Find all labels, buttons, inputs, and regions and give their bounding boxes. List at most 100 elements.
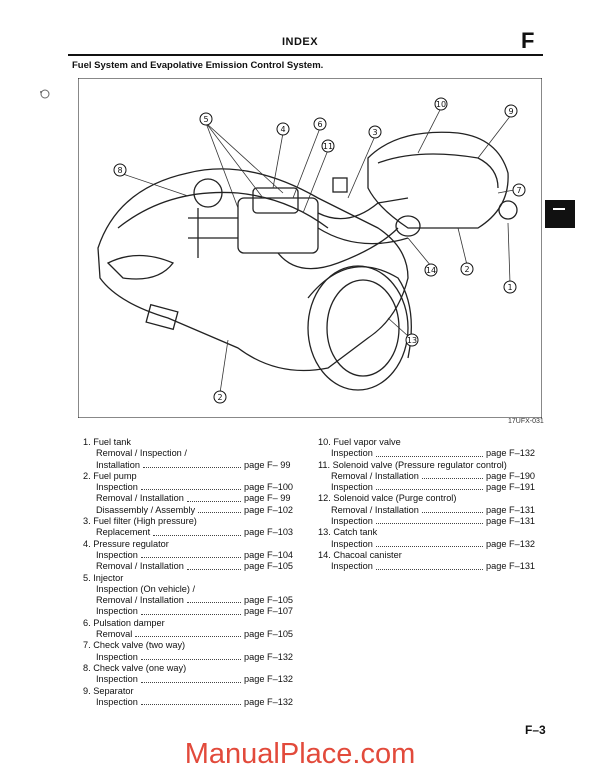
header-rule bbox=[68, 54, 543, 56]
index-entry: 13. Catch tank bbox=[318, 527, 540, 538]
index-entry-text: 14. Chacoal canister bbox=[318, 549, 402, 560]
index-entry-text: 4. Pressure regulator bbox=[83, 538, 169, 549]
dot-leader bbox=[375, 539, 483, 547]
index-entry: 10. Fuel vapor valve bbox=[318, 437, 540, 448]
car-hood-line bbox=[117, 191, 329, 229]
callout-6: 6 bbox=[313, 117, 327, 131]
index-entry-text: Inspection bbox=[96, 549, 138, 560]
index-entry-page: page F–132 bbox=[244, 651, 294, 662]
svg-text:2: 2 bbox=[464, 265, 469, 274]
index-entry: 3. Fuel filter (High pressure) bbox=[83, 516, 298, 527]
svg-text:5: 5 bbox=[203, 115, 208, 124]
index-entry-page: page F–102 bbox=[244, 504, 294, 515]
section-tab bbox=[545, 200, 575, 228]
index-entry: 14. Chacoal canister bbox=[318, 550, 540, 561]
callout-1: 1 bbox=[503, 280, 517, 294]
air-cleaner bbox=[193, 178, 223, 208]
svg-text:2: 2 bbox=[217, 393, 222, 402]
front-wheel-inner bbox=[326, 279, 400, 377]
callout-3: 3 bbox=[368, 125, 382, 139]
index-entry-page: page F–104 bbox=[244, 549, 294, 560]
index-entry-page: page F–132 bbox=[486, 448, 536, 459]
intake-manifold bbox=[252, 187, 299, 214]
index-entry-text: 3. Fuel filter (High pressure) bbox=[83, 516, 197, 527]
index-entry-text: 5. Injector bbox=[83, 572, 124, 583]
dot-leader bbox=[421, 471, 483, 480]
index-entry-text: 12. Solenoid valce (Purge control) bbox=[318, 493, 457, 504]
index-entry-page: page F–103 bbox=[244, 527, 294, 538]
index-entry-text: Inspection bbox=[331, 538, 373, 549]
figure-code: 17UFX-031 bbox=[508, 418, 544, 425]
index-entry-page: page F–105 bbox=[244, 629, 294, 640]
index-entry-text: 10. Fuel vapor valve bbox=[318, 437, 401, 447]
index-entry-text: 8. Check valve (one way) bbox=[83, 662, 187, 673]
callout-8: 8 bbox=[113, 163, 127, 177]
index-entry-text: 1. Fuel tank bbox=[83, 437, 132, 447]
index-entry: 11. Solenoid valve (Pressure regulator c… bbox=[318, 460, 540, 471]
watermark: ManualPlace.com bbox=[184, 738, 416, 770]
index-entry-page: page F–107 bbox=[244, 606, 294, 617]
index-entry: 9. Separator bbox=[83, 686, 298, 697]
fuel-tank-top bbox=[377, 153, 499, 189]
index-entry: Removal / Inspection / bbox=[83, 448, 298, 459]
index-entry-page: page F–132 bbox=[244, 696, 294, 707]
index-entry: Inspection page F–132 bbox=[83, 674, 298, 685]
index-entry-text: Removal bbox=[96, 629, 133, 640]
svg-text:7: 7 bbox=[516, 186, 521, 195]
index-entry: Removal page F–105 bbox=[83, 629, 298, 640]
index-entry: 1. Fuel tank bbox=[83, 437, 298, 448]
index-entry-text: 11. Solenoid valve (Pressure regulator c… bbox=[318, 459, 507, 470]
index-entry: 7. Check valve (two way) bbox=[83, 640, 298, 651]
section-title: Fuel System and Evapolative Emission Con… bbox=[72, 60, 324, 71]
callout-2: 2 bbox=[460, 262, 474, 276]
callout-14: 14 bbox=[424, 263, 438, 277]
index-entry-text: Inspection (On vehicle) / bbox=[96, 583, 196, 594]
fuel-pump bbox=[498, 200, 518, 220]
index-entry-text: Removal / Installation bbox=[331, 470, 419, 481]
section-letter: F bbox=[521, 28, 535, 53]
index-entry-text: Inspection bbox=[331, 448, 373, 459]
fuel-line-vapor bbox=[277, 227, 399, 270]
fuel-tank bbox=[367, 131, 509, 229]
index-entry-text: Inspection bbox=[96, 606, 138, 617]
index-entry-page: page F–131 bbox=[486, 516, 536, 527]
callout-10: 10 bbox=[434, 97, 448, 111]
svg-text:11: 11 bbox=[323, 142, 333, 151]
fuel-system-diagram: 5 4 6 11 3 10 9 7 8 2 13 14 2 1 bbox=[78, 78, 542, 418]
svg-text:3: 3 bbox=[372, 128, 377, 137]
index-entry-text: Replacement bbox=[96, 527, 151, 538]
dot-leader bbox=[375, 482, 483, 491]
svg-text:10: 10 bbox=[436, 100, 446, 109]
index-entry-page: page F–100 bbox=[244, 482, 294, 493]
callout-9: 9 bbox=[504, 104, 518, 118]
svg-text:14: 14 bbox=[426, 266, 436, 275]
callout-4: 4 bbox=[276, 122, 290, 136]
callout-7: 7 bbox=[512, 183, 526, 197]
front-wheel bbox=[307, 265, 409, 391]
index-entry-text: Inspection bbox=[96, 674, 138, 685]
index-entry-text: Inspection bbox=[331, 516, 373, 527]
engine-detail bbox=[188, 208, 238, 258]
dot-leader bbox=[140, 550, 241, 559]
index-entry: 6. Pulsation damper bbox=[83, 618, 298, 629]
svg-text:8: 8 bbox=[117, 166, 122, 175]
svg-text:1: 1 bbox=[507, 283, 512, 292]
index-entry-page: page F–190 bbox=[486, 470, 536, 481]
page-number: F–3 bbox=[525, 723, 546, 737]
car-headlight bbox=[106, 254, 175, 280]
index-entry-text: 6. Pulsation damper bbox=[83, 617, 165, 628]
margin-smudge-icon bbox=[40, 89, 50, 99]
dot-leader bbox=[198, 505, 241, 514]
index-entry-page: page F–132 bbox=[244, 674, 294, 685]
dot-leader bbox=[140, 652, 241, 660]
callout-5: 5 bbox=[199, 112, 213, 126]
index-entry: 2. Fuel pump bbox=[83, 471, 298, 482]
index-entry-text: 2. Fuel pump bbox=[83, 470, 137, 481]
